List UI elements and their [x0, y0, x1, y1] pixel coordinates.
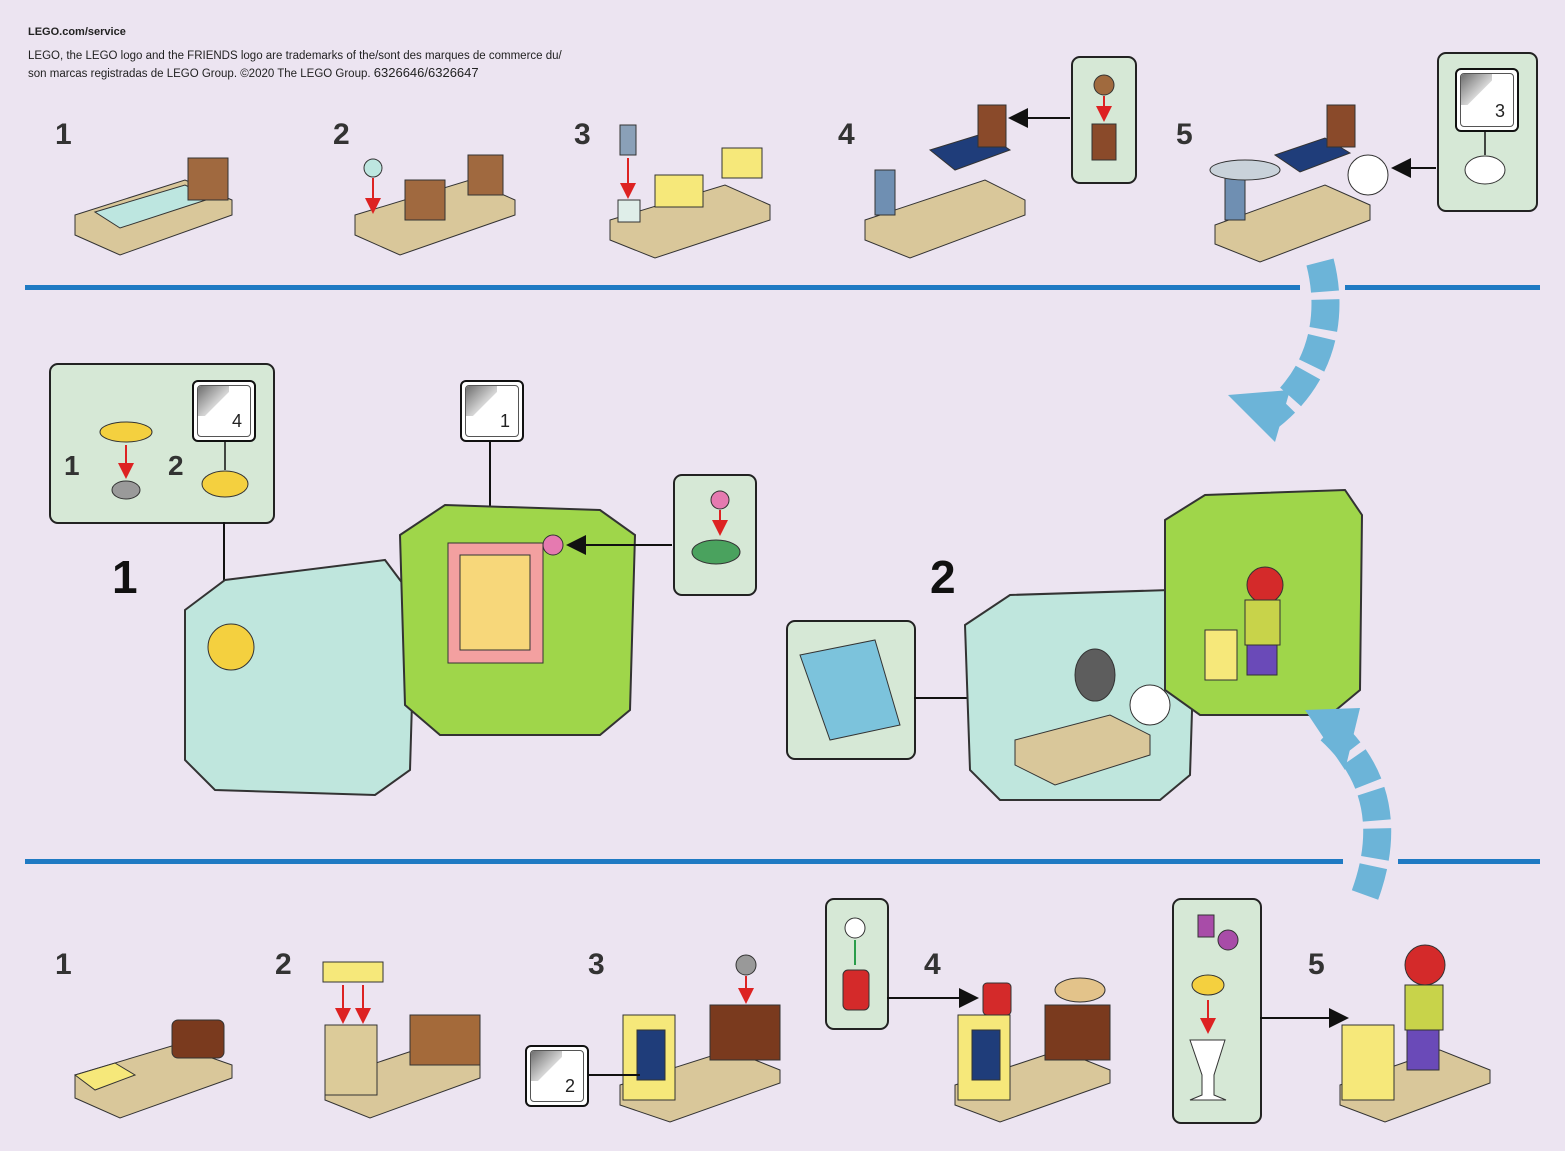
brick-icon	[842, 917, 1111, 1123]
divider-top-b	[1345, 285, 1540, 290]
brick-icon	[184, 503, 637, 797]
bottom-step-2: 2	[275, 948, 292, 981]
top-step-1: 1	[55, 118, 72, 151]
bottom-step-1: 1	[55, 948, 72, 981]
top-step-5: 5	[1176, 118, 1193, 151]
legal-line-2-text: son marcas registradas de LEGO Group. ©2…	[28, 68, 371, 80]
sticker-icon: 3	[1455, 68, 1519, 132]
divider-bottom-b	[1398, 859, 1540, 864]
brick-icon	[1209, 104, 1506, 263]
brick-icon	[322, 961, 481, 1119]
top-step-2: 2	[333, 118, 350, 151]
brick-icon	[609, 124, 771, 259]
bottom-step-4: 4	[924, 948, 941, 981]
top-step-4: 4	[838, 118, 855, 151]
bottom-step5-callout	[1172, 898, 1262, 1124]
mid-sub-step-1: 1	[64, 450, 80, 481]
top-step-3: 3	[574, 118, 591, 151]
brick-icon	[74, 157, 233, 256]
sticker-icon: 4	[192, 380, 256, 442]
divider-bottom-a	[25, 859, 1343, 864]
mid-sub-step-2: 2	[168, 450, 184, 481]
brick-icon	[963, 488, 1364, 801]
mid-big-step-2: 2	[930, 551, 956, 603]
legal-line-1: LEGO, the LEGO logo and the FRIENDS logo…	[28, 50, 562, 62]
brick-icon	[864, 74, 1117, 259]
bottom-step-3: 3	[588, 948, 605, 981]
sticker-icon: 2	[525, 1045, 589, 1107]
bottom-step-5: 5	[1308, 948, 1325, 981]
set-codes: 6326646/6326647	[373, 65, 479, 80]
service-link[interactable]: LEGO.com/service	[28, 26, 126, 38]
divider-top-a	[25, 285, 1300, 290]
brick-icon	[587, 954, 781, 1123]
legal-line-2: son marcas registradas de LEGO Group. ©2…	[28, 65, 479, 80]
brick-icon	[73, 1019, 233, 1119]
brick-icon	[354, 154, 516, 256]
mid-big-step-1: 1	[112, 551, 138, 603]
brick-icon	[1189, 914, 1491, 1123]
sticker-icon: 1	[460, 380, 524, 442]
